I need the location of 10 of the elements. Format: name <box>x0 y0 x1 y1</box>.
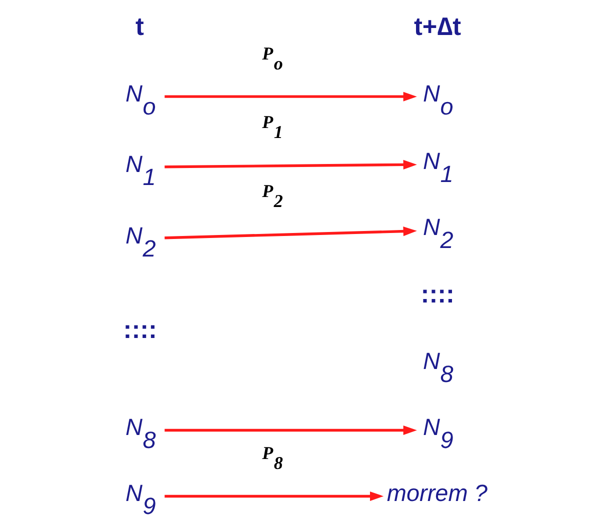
label: :::: <box>122 316 157 344</box>
arrow <box>164 160 416 170</box>
label: :::: <box>420 280 454 309</box>
label: t <box>135 13 144 41</box>
label: t+∆t <box>414 13 461 41</box>
arrow <box>164 92 416 102</box>
arrow <box>164 491 384 501</box>
arrow <box>164 226 416 240</box>
node-text: morrem ? <box>386 480 487 506</box>
arrow <box>164 425 416 435</box>
